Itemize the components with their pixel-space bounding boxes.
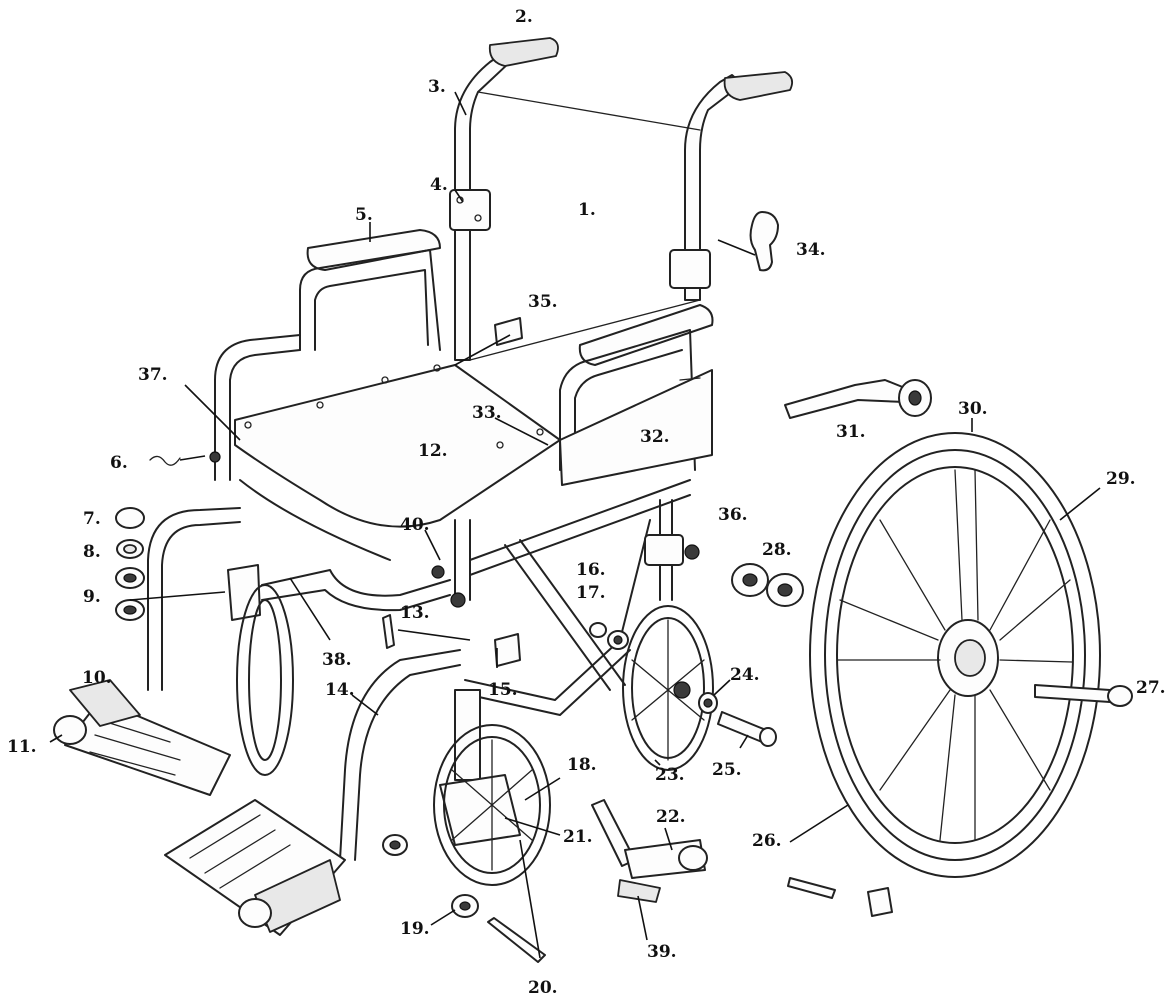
label-31: 31. (836, 422, 866, 442)
caster-wheel-right (433, 724, 551, 886)
back-frame (449, 37, 794, 361)
label-33: 33. (472, 403, 502, 423)
armrest-pad-right (578, 304, 714, 366)
label-18: 18. (567, 755, 597, 775)
transport-wheel (622, 605, 714, 771)
label-13: 13. (400, 603, 430, 623)
label-20: 20. (528, 978, 558, 998)
label-5: 5. (355, 205, 373, 225)
handgrip-left (488, 37, 559, 67)
label-16: 16. (576, 560, 606, 580)
back-release-key (749, 211, 779, 272)
armrest-pad-left (306, 229, 441, 271)
part-labels: 1. 2. 3. 4. 5. 6. 7. 8. 9. 10. 11. 12. 1… (7, 7, 1166, 998)
label-19: 19. (400, 919, 430, 939)
rear-wheel (787, 432, 1133, 917)
left-front-assembly (53, 451, 294, 796)
label-30: 30. (958, 399, 988, 419)
tire (824, 449, 1086, 861)
right-front-assembly (164, 565, 551, 963)
label-23: 23. (655, 765, 685, 785)
label-2: 2. (515, 7, 533, 27)
seat-upholstery (234, 364, 561, 528)
label-21: 21. (563, 827, 593, 847)
label-10: 10. (82, 668, 112, 688)
label-35: 35. (528, 292, 558, 312)
wheel-lock (591, 799, 708, 903)
label-12: 12. (418, 441, 448, 461)
label-8: 8. (83, 542, 101, 562)
label-37: 37. (138, 365, 168, 385)
label-17: 17. (576, 583, 606, 603)
label-7: 7. (83, 509, 101, 529)
side-panel (559, 369, 713, 486)
label-36: 36. (718, 505, 748, 525)
label-11: 11. (7, 737, 37, 757)
label-6: 6. (110, 453, 128, 473)
label-24: 24. (730, 665, 760, 685)
handgrip-right (723, 71, 794, 101)
label-9: 9. (83, 587, 101, 607)
label-38: 38. (322, 650, 352, 670)
label-15: 15. (488, 680, 518, 700)
label-26: 26. (752, 831, 782, 851)
label-3: 3. (428, 77, 446, 97)
handrim (809, 432, 1101, 878)
label-39: 39. (647, 942, 677, 962)
caster-wheel-left (236, 584, 294, 776)
label-25: 25. (712, 760, 742, 780)
seat (214, 317, 700, 716)
label-14: 14. (325, 680, 355, 700)
label-32: 32. (640, 427, 670, 447)
label-22: 22. (656, 807, 686, 827)
label-34: 34. (796, 240, 826, 260)
label-28: 28. (762, 540, 792, 560)
label-40: 40. (400, 515, 430, 535)
small-wheel (589, 605, 777, 771)
washer-7 (115, 507, 145, 529)
label-4: 4. (430, 175, 448, 195)
armrests (214, 229, 714, 486)
anti-tipper (784, 379, 932, 419)
leader-lines (49, 91, 1101, 959)
wheel-bearings (731, 563, 804, 607)
label-1: 1. (578, 200, 596, 220)
label-29: 29. (1106, 469, 1136, 489)
label-27: 27. (1136, 678, 1166, 698)
